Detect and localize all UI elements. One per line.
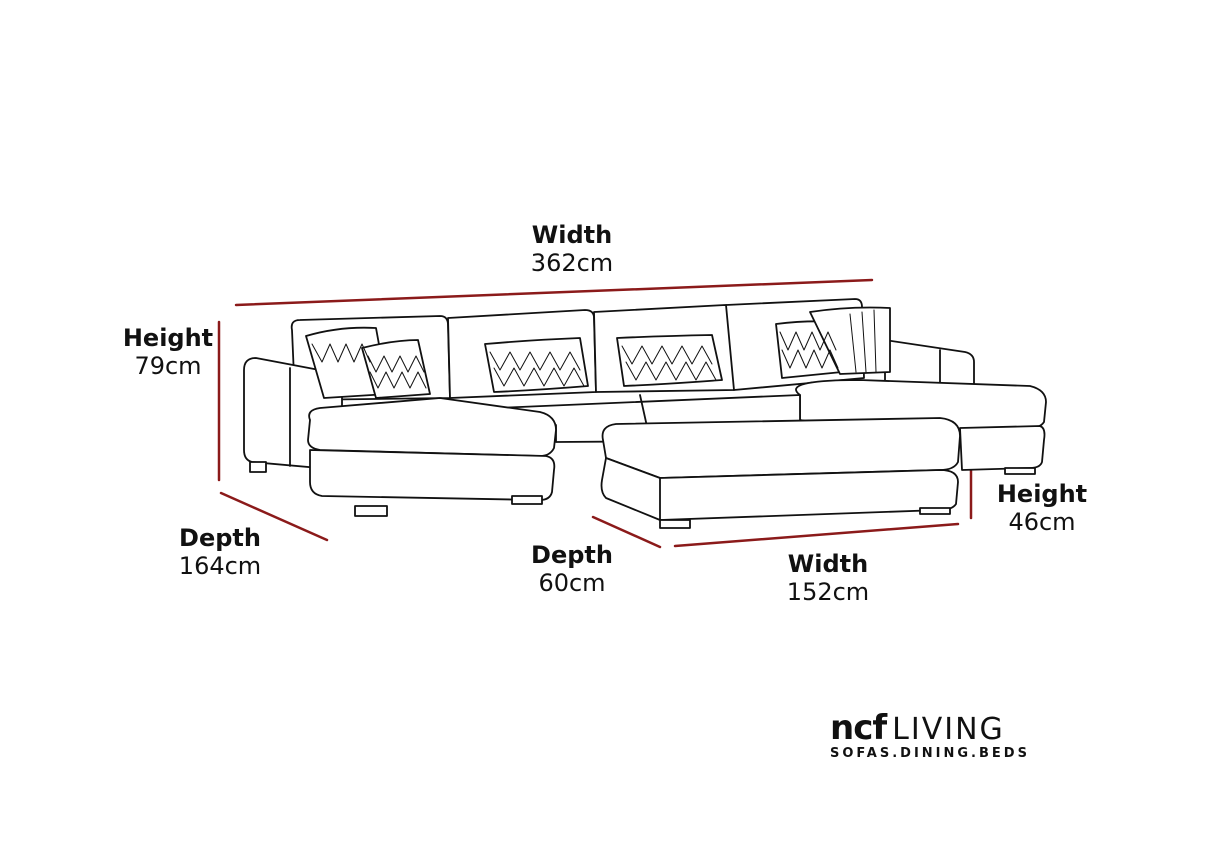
right-arm (884, 339, 975, 387)
logo-tagline: SOFAS.DINING.BEDS (830, 746, 1030, 761)
sofa-depth-title: Depth (179, 524, 261, 552)
left-chaise (307, 397, 557, 457)
sofa-depth-label: Depth 164cm (168, 524, 272, 580)
sofa-width-label: Width 362cm (520, 221, 624, 277)
footstool-depth-value: 60cm (538, 568, 606, 597)
sofa-width-title: Width (531, 221, 613, 249)
footstool-width-value: 152cm (786, 577, 870, 606)
sofa-depth-value: 164cm (178, 551, 262, 580)
footstool-height-title: Height (996, 480, 1088, 508)
pillow-pattern (311, 309, 877, 389)
footstool-height-label: Height 46cm (992, 480, 1092, 536)
sofa-height-value: 79cm (134, 351, 202, 380)
footstool-depth-label: Depth 60cm (522, 541, 622, 597)
footstool-depth-title: Depth (531, 541, 613, 569)
logo-name: LIVING (892, 712, 1005, 747)
footstool (601, 417, 961, 479)
pillows (305, 306, 891, 399)
footstool-width-label: Width 152cm (776, 550, 880, 606)
sofa-height-label: Height 79cm (118, 324, 218, 380)
sofa-width-value: 362cm (530, 248, 614, 277)
footstool-width-title: Width (787, 550, 869, 578)
footstool-height-value: 46cm (1008, 507, 1076, 536)
sofa-height-title: Height (122, 324, 214, 352)
logo-brand: ncf (830, 708, 887, 748)
